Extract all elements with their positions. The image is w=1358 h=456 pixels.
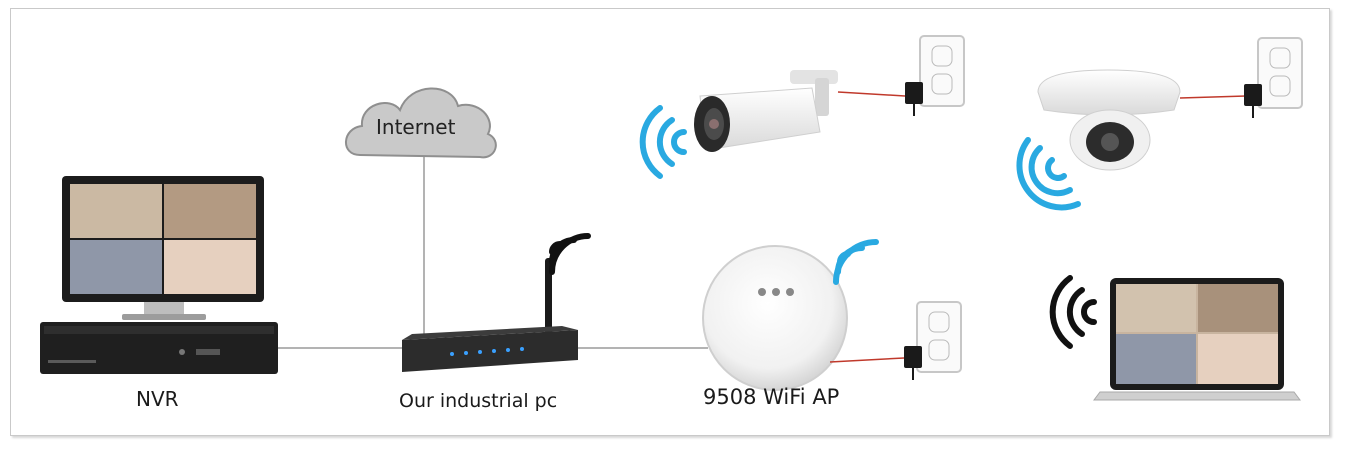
cloud-icon [345, 87, 497, 159]
monitor-icon [62, 176, 264, 320]
laptop-icon [1093, 278, 1301, 401]
industrial-pc-label: Our industrial pc [399, 390, 558, 412]
power-outlet-icon [916, 301, 962, 373]
bullet-camera-icon [694, 70, 838, 152]
network-links [278, 155, 708, 349]
dome-camera-icon [1037, 69, 1181, 171]
wifi-signal-icon [639, 105, 687, 179]
power-adapter-icon [905, 82, 923, 116]
wifi-ap-label: 9508 WiFi AP [703, 385, 840, 409]
router-leds [450, 347, 524, 356]
power-outlet-icon [919, 35, 965, 107]
nvr-recorder-icon [40, 322, 278, 374]
wifi-signal-icon [549, 233, 591, 275]
power-adapter-icon [1244, 84, 1262, 118]
router-icon [402, 258, 578, 372]
wifi-signal-icon [833, 239, 879, 285]
power-adapter-icon [829, 346, 922, 380]
internet-label: Internet [376, 115, 456, 139]
wifi-signal-icon [1049, 275, 1097, 349]
access-point-icon [702, 245, 848, 391]
nvr-label: NVR [136, 387, 179, 411]
wifi-signal-icon [1016, 137, 1081, 211]
power-outlet-icon [1257, 37, 1303, 109]
